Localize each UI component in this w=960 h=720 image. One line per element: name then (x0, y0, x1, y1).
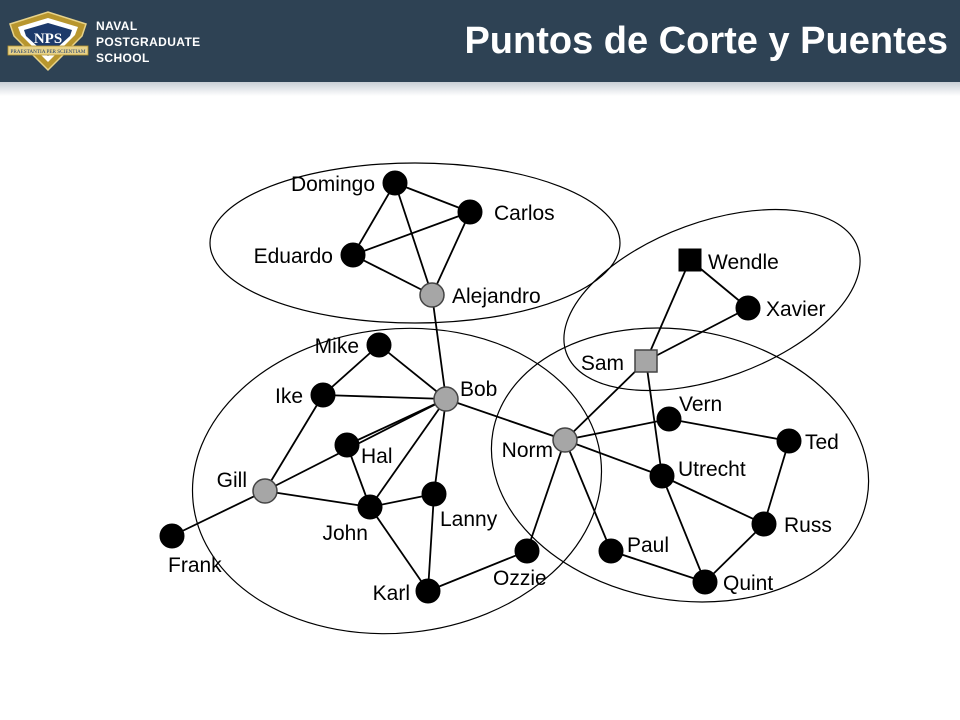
node-john (357, 494, 383, 520)
edge-bob-norm (445, 398, 566, 441)
edge-eduardo-carlos (352, 211, 471, 256)
edge-russ-quint (704, 523, 765, 583)
node-label-john: John (322, 522, 368, 545)
edge-gill-john (264, 490, 371, 508)
school-name-line-1: NAVAL (96, 19, 138, 33)
node-quint (692, 569, 718, 595)
edge-utrecht-russ (661, 475, 765, 525)
cluster-small-outline (563, 208, 861, 392)
node-label-paul: Paul (627, 534, 669, 557)
node-sam (634, 349, 658, 373)
node-alejandro (419, 282, 445, 308)
edge-norm-utrecht (564, 439, 663, 477)
node-carlos (457, 199, 483, 225)
node-label-carlos: Carlos (494, 202, 555, 225)
edge-bob-lanny (433, 398, 447, 495)
node-label-alejandro: Alejandro (452, 285, 541, 308)
nps-shield-logo: NPS PRAESTANTIA PER SCIENTIAM (7, 11, 89, 72)
node-label-gill: Gill (217, 469, 247, 492)
edge-norm-sam (564, 360, 647, 441)
edge-lanny-karl (427, 493, 435, 592)
node-russ (751, 511, 777, 537)
node-label-ozzie: Ozzie (493, 567, 547, 590)
node-ozzie (514, 538, 540, 564)
node-label-norm: Norm (502, 439, 553, 462)
edge-norm-ozzie (526, 439, 566, 552)
node-lanny (421, 481, 447, 507)
node-label-russ: Russ (784, 514, 832, 537)
node-label-quint: Quint (723, 572, 773, 595)
node-frank (159, 523, 185, 549)
node-gill (252, 478, 278, 504)
edge-alejandro-bob (431, 294, 447, 400)
header-shadow (0, 82, 960, 96)
node-xavier (735, 295, 761, 321)
node-label-karl: Karl (373, 582, 410, 605)
node-utrecht (649, 463, 675, 489)
node-label-domingo: Domingo (291, 173, 375, 196)
node-label-hal: Hal (361, 445, 393, 468)
school-name-line-3: SCHOOL (96, 51, 150, 65)
edge-bob-john (369, 398, 447, 508)
node-label-bob: Bob (460, 378, 497, 401)
node-domingo (382, 170, 408, 196)
node-label-ike: Ike (275, 385, 303, 408)
node-mike (366, 332, 392, 358)
node-norm (552, 427, 578, 453)
edge-karl-ozzie (427, 550, 528, 592)
logo-text: NPS (34, 31, 62, 47)
logo-motto: PRAESTANTIA PER SCIENTIAM (10, 49, 85, 55)
edge-sam-utrecht (645, 360, 663, 477)
school-name: NAVAL POSTGRADUATE SCHOOL (96, 18, 201, 66)
edge-ike-gill (264, 394, 324, 492)
cluster-left-outline (191, 327, 603, 635)
node-eduardo (340, 242, 366, 268)
edge-domingo-alejandro (394, 182, 433, 296)
node-label-wendle: Wendle (708, 251, 779, 274)
node-label-vern: Vern (679, 393, 722, 416)
edge-mike-bob (378, 344, 447, 400)
node-ted (776, 428, 802, 454)
slide-title: Puntos de Corte y Puentes (464, 20, 948, 62)
node-ike (310, 382, 336, 408)
edge-john-karl (369, 506, 429, 592)
edge-gill-frank (171, 490, 266, 537)
edge-domingo-carlos (394, 182, 471, 213)
edge-utrecht-quint (661, 475, 706, 583)
edge-paul-quint (610, 550, 706, 583)
edge-mike-ike (322, 344, 380, 396)
node-bob (433, 386, 459, 412)
edge-sam-wendle (645, 259, 691, 362)
node-label-ted: Ted (805, 431, 839, 454)
node-vern (656, 406, 682, 432)
school-name-line-2: POSTGRADUATE (96, 35, 201, 49)
edge-eduardo-alejandro (352, 254, 433, 296)
node-wendle (678, 248, 702, 272)
node-label-xavier: Xavier (766, 298, 826, 321)
node-paul (598, 538, 624, 564)
edge-carlos-alejandro (431, 211, 471, 296)
cluster-outlines (191, 162, 870, 635)
node-label-sam: Sam (581, 352, 624, 375)
node-label-frank: Frank (168, 554, 222, 577)
node-label-lanny: Lanny (440, 508, 498, 531)
node-label-mike: Mike (315, 335, 359, 358)
edge-norm-paul (564, 439, 612, 552)
node-karl (415, 578, 441, 604)
edge-ike-bob (322, 394, 447, 400)
edge-vern-ted (668, 418, 790, 442)
slide-header (0, 0, 960, 82)
edge-norm-vern (564, 418, 670, 441)
edge-domingo-eduardo (352, 182, 396, 256)
edge-sam-xavier (645, 307, 749, 362)
cluster-top-outline (209, 162, 621, 324)
edge-ted-russ (763, 440, 790, 525)
node-group (159, 170, 802, 604)
node-label-eduardo: Eduardo (254, 245, 333, 268)
node-hal (334, 432, 360, 458)
node-label-utrecht: Utrecht (678, 458, 746, 481)
